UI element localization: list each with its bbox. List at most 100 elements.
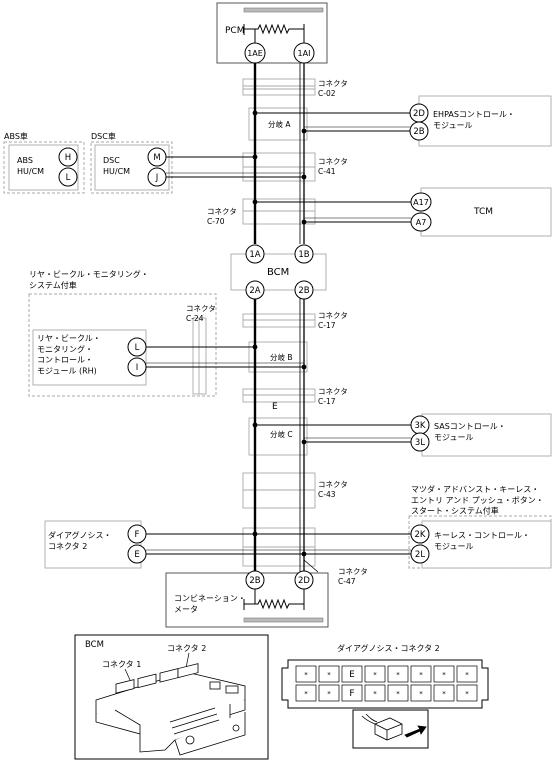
diag-pin-label: F bbox=[349, 689, 354, 699]
branch-wires bbox=[146, 112, 411, 555]
diag-pin-cell bbox=[410, 684, 432, 702]
pin-combi-2d: 2D bbox=[298, 576, 310, 586]
diag-pin-label: E bbox=[349, 670, 355, 680]
diag-pin-label: * bbox=[442, 690, 446, 698]
ehpas-label: EHPASコントロール・モジュール bbox=[433, 110, 515, 130]
bus-wires bbox=[253, 63, 319, 573]
diag-pin-label: * bbox=[465, 671, 469, 679]
bcm-module-icon bbox=[95, 663, 246, 756]
diag-pin-label: * bbox=[419, 671, 423, 679]
rvm-header: リヤ・ビークル・モニタリング・システム付車 bbox=[29, 269, 149, 290]
pin-ehpas-2b: 2B bbox=[413, 127, 424, 137]
bcm-detail-connector2: コネクタ 2 bbox=[167, 644, 206, 653]
pin-abs-l: L bbox=[66, 173, 71, 183]
pin-rvm-i: I bbox=[136, 363, 139, 373]
rvm-label: リヤ・ビークル・モニタリング・コントロール・モジュール (RH) bbox=[37, 334, 101, 375]
diag-pin-cell bbox=[341, 665, 363, 683]
pin-bcm-1b: 1B bbox=[298, 250, 309, 260]
diag-pin-cell bbox=[433, 665, 455, 683]
keyless-label: キーレス・コントロール・モジュール bbox=[434, 531, 530, 551]
pin-ehpas-2d: 2D bbox=[413, 109, 425, 119]
bcm-detail: BCM コネクタ 2 コネクタ 1 bbox=[74, 634, 269, 760]
pin-tcm-a17: A17 bbox=[413, 198, 429, 207]
diag-pin-label: * bbox=[465, 690, 469, 698]
diag-pin-cell bbox=[387, 684, 409, 702]
diag-pin-label: * bbox=[373, 690, 377, 698]
junction-dots bbox=[252, 110, 307, 557]
diag-pin-label: * bbox=[304, 671, 308, 679]
diag-pin-cell bbox=[456, 665, 478, 683]
combi-bar bbox=[243, 617, 324, 623]
pin-pcm-1ae: 1AE bbox=[247, 49, 263, 58]
diag-label: ダイアグノシス・コネクタ 2 bbox=[48, 530, 111, 551]
diag-pin-grid: **E*******F***** bbox=[295, 665, 478, 702]
diag-pin-label: * bbox=[304, 690, 308, 698]
branch-e-mark: E bbox=[272, 402, 278, 412]
diag-pin-label: * bbox=[327, 690, 331, 698]
pin-dsc-m: M bbox=[153, 153, 160, 163]
diag-pin-label: * bbox=[396, 690, 400, 698]
diag-detail: ダイアグノシス・コネクタ 2 **E*******F***** bbox=[281, 643, 489, 749]
tcm-label: TCM bbox=[473, 207, 493, 217]
diag-pin-label: * bbox=[327, 671, 331, 679]
module-boxes bbox=[8, 95, 552, 569]
pin-combi-2b: 2B bbox=[249, 576, 260, 586]
plug-icon bbox=[361, 713, 427, 741]
branch-b-label: 分岐 B bbox=[270, 352, 293, 362]
pin-sas-3l: 3L bbox=[415, 438, 425, 448]
diag-pin-label: * bbox=[373, 671, 377, 679]
diag-pin-cell bbox=[341, 684, 363, 702]
sas-label: SASコントロール・モジュール bbox=[434, 422, 506, 442]
keyless-header: マツダ・アドバンスト・キーレス・エントリ アンド プッシュ・ボタン・スタート・シ… bbox=[411, 484, 544, 516]
pin-labels: 1AE 1AI 2D 2B H L M J A17 A7 1A 1B 2A 2B… bbox=[65, 49, 429, 586]
pin-bcm-2a: 2A bbox=[249, 286, 260, 296]
dsc-header: DSC車 bbox=[91, 131, 116, 141]
diag-pin-cell bbox=[364, 665, 386, 683]
diag-pin-cell bbox=[456, 684, 478, 702]
pcm-resistor-icon bbox=[244, 23, 304, 35]
pin-dsc-j: J bbox=[155, 173, 159, 183]
combi-label: コンビネーション・メータ bbox=[174, 594, 246, 614]
abs-header: ABS車 bbox=[4, 131, 28, 141]
bcm-detail-title: BCM bbox=[85, 640, 104, 650]
branch-labels: 分岐 A 分岐 B 分岐 C E bbox=[268, 119, 293, 439]
pin-rvm-l: L bbox=[135, 343, 140, 353]
pin-bcm-2b: 2B bbox=[298, 286, 309, 296]
diag-pin-cell bbox=[295, 684, 317, 702]
pin-bcm-1a: 1A bbox=[249, 250, 260, 260]
pin-keyless-2k: 2K bbox=[415, 530, 426, 540]
pin-tcm-a7: A7 bbox=[416, 218, 427, 227]
branch-c-label: 分岐 C bbox=[270, 429, 293, 439]
diag-pin-label: * bbox=[442, 671, 446, 679]
branch-a-label: 分岐 A bbox=[268, 119, 291, 129]
diag-pin-cell bbox=[318, 684, 340, 702]
diag-detail-title: ダイアグノシス・コネクタ 2 bbox=[337, 643, 440, 653]
diag-pin-cell bbox=[433, 684, 455, 702]
diag-pin-cell bbox=[410, 665, 432, 683]
pin-circles bbox=[58, 42, 432, 590]
pin-diag-f: F bbox=[135, 530, 140, 540]
bcm-label: BCM bbox=[267, 267, 289, 278]
diag-pin-cell bbox=[318, 665, 340, 683]
diag-pin-cell bbox=[295, 665, 317, 683]
pcm-label: PCM bbox=[225, 26, 244, 36]
diag-pin-label: * bbox=[396, 671, 400, 679]
diag-pin-cell bbox=[387, 665, 409, 683]
pin-diag-e: E bbox=[134, 550, 139, 560]
diag-pin-cell bbox=[364, 684, 386, 702]
combi-resistor-icon bbox=[244, 598, 304, 610]
pin-pcm-1ai: 1AI bbox=[298, 49, 311, 58]
pin-keyless-2l: 2L bbox=[415, 550, 425, 560]
